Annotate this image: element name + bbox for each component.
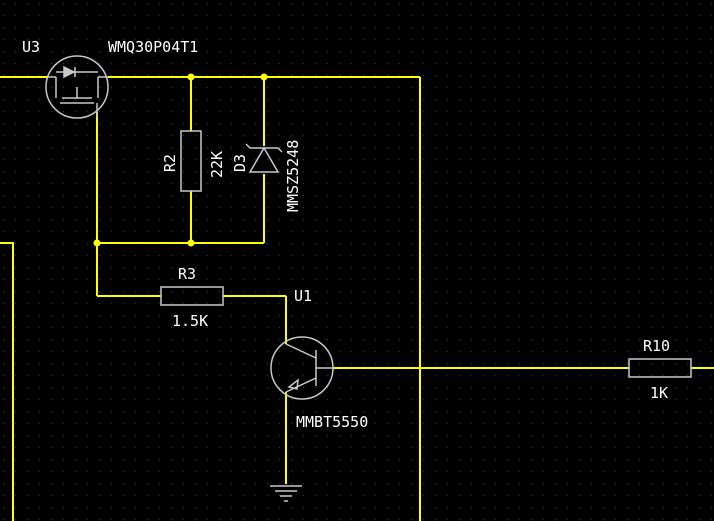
u3-designator: U3 <box>22 38 40 56</box>
junctions <box>93 73 268 247</box>
zener-d3-triangle <box>248 146 280 173</box>
r2-value: 22K <box>208 151 226 178</box>
u1-designator: U1 <box>294 287 312 305</box>
transistor-u1[interactable] <box>270 336 334 400</box>
mosfet-u3-body <box>45 55 109 119</box>
r10-value: 1K <box>650 384 668 402</box>
resistor-r3[interactable] <box>160 286 224 306</box>
junction-dot <box>187 73 195 81</box>
ground-icon[interactable] <box>270 485 302 502</box>
transistor-u1-collector-line <box>285 343 317 359</box>
zener-d3[interactable] <box>245 143 283 173</box>
u1-value: MMBT5550 <box>296 413 368 431</box>
wires <box>0 76 714 521</box>
d3-value: MMSZ5248 <box>284 140 302 212</box>
d3-designator: D3 <box>231 154 249 172</box>
transistor-u1-emitter-line <box>285 377 317 393</box>
r10-designator: R10 <box>643 337 670 355</box>
zener-d3-bar <box>245 143 283 153</box>
junction-dot <box>260 73 268 81</box>
resistor-r2[interactable] <box>180 130 202 192</box>
r2-designator: R2 <box>161 154 179 172</box>
wire-left-bracket[interactable] <box>0 242 14 521</box>
resistor-r10[interactable] <box>628 358 692 378</box>
r3-value: 1.5K <box>172 312 208 330</box>
u3-value: WMQ30P04T1 <box>108 38 198 56</box>
junction-dot <box>93 239 101 247</box>
transistor-u1-emitter-arrow <box>287 378 299 390</box>
mosfet-u3[interactable] <box>45 55 109 119</box>
junction-dot <box>187 239 195 247</box>
r3-designator: R3 <box>178 265 196 283</box>
